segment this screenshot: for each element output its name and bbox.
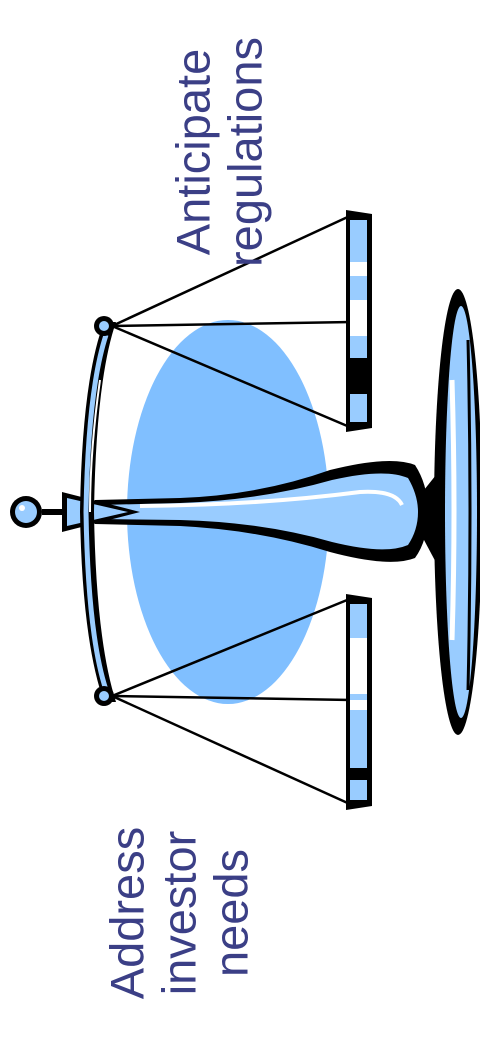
pan-bottom-shine-2 [350,700,367,710]
pan-top-shine-2 [350,300,367,336]
base-plate-inner [445,306,477,718]
pan-bottom-shine [350,638,367,694]
label-bottom-line-3: needs [206,771,258,1056]
label-anticipate-regulations: Anticipate regulations [168,10,272,295]
base-plate-highlight [452,380,454,640]
knob-shine [19,505,25,511]
pan-top-shine [350,262,367,276]
pan-bottom-dark [350,768,367,780]
beam-end-top-inner [99,321,109,331]
beam-end-bottom-inner [99,691,109,701]
knob-inner [15,501,37,523]
label-top-line-2: regulations [220,10,272,295]
label-top-line-1: Anticipate [168,10,220,295]
label-bottom-line-2: investor [154,771,206,1056]
label-bottom-line-1: Address [102,771,154,1056]
label-address-investor-needs: Address investor needs [102,771,258,1056]
pan-top-dark [350,358,367,394]
